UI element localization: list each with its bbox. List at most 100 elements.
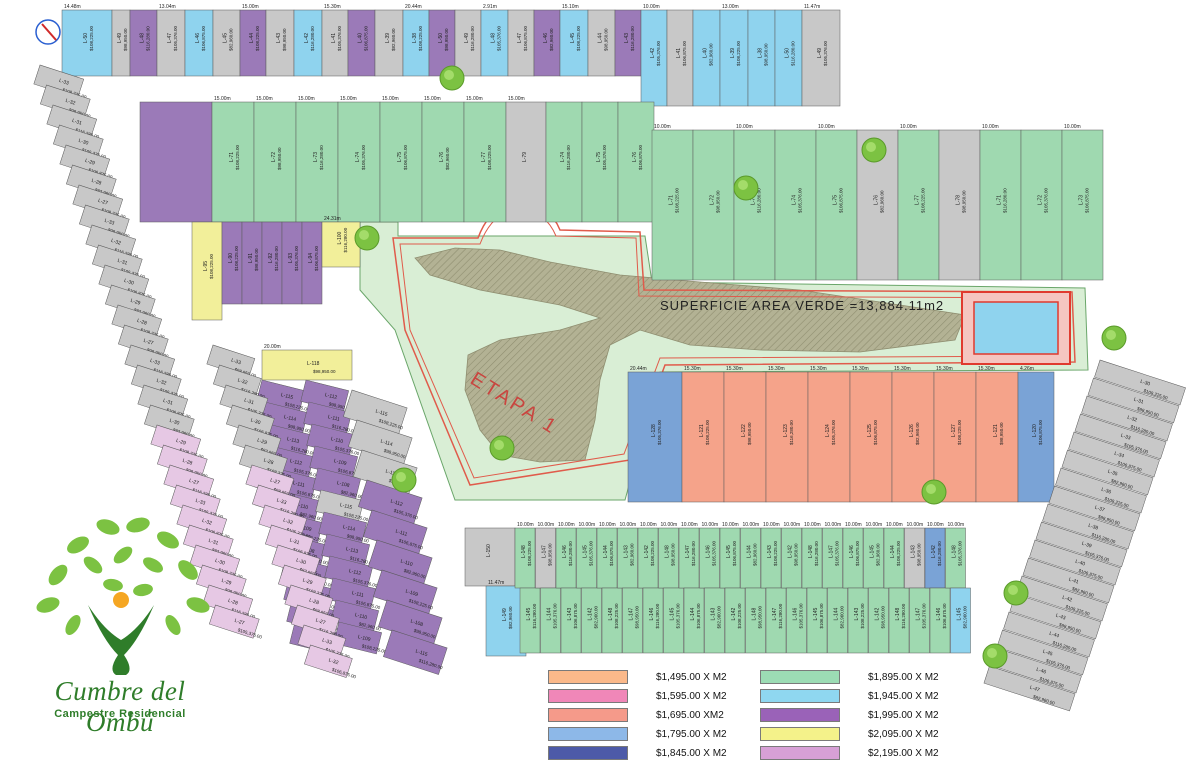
lot[interactable]: L-146$106,875.00 <box>929 587 951 654</box>
lot[interactable]: L-146$116,280.00 <box>642 587 664 654</box>
lot[interactable]: L-72$105,376.00 <box>1020 129 1063 281</box>
lot[interactable]: L-38$98,950.00 <box>747 9 776 107</box>
lot[interactable]: L-91$98,950.00 <box>241 221 263 305</box>
lot[interactable]: L-148$98,950.00 <box>745 587 766 654</box>
lot[interactable]: L-47$82,960.00 <box>983 665 1076 712</box>
lot[interactable]: L-40$106,875.00 <box>347 9 376 77</box>
lot[interactable]: L-74$116,280.00 <box>545 101 583 223</box>
lot[interactable]: L-48$105,376.002.91m <box>480 4 509 77</box>
lot[interactable]: L-143$82,960.00 <box>704 587 725 654</box>
lot[interactable]: L-147$105,376.00 <box>909 587 930 654</box>
lot[interactable]: L-46$82,960.00 <box>533 9 561 77</box>
lot[interactable]: L-78$98,950.00 <box>938 129 981 281</box>
lot[interactable]: L-47$106,875.00 <box>507 9 535 77</box>
lot[interactable]: L-74$105,376.00 <box>774 129 817 281</box>
lot[interactable]: L-147$116,280.00 <box>765 587 787 654</box>
lot[interactable]: L-145$105,376.00 <box>663 587 684 654</box>
lot[interactable]: L-49$116,280.00 <box>454 9 482 77</box>
lot[interactable]: L-93$105,376.00 <box>281 221 303 305</box>
lot[interactable]: L-148$108,225.00 <box>601 587 623 654</box>
lot[interactable]: L-40$82,960.00 <box>692 9 721 107</box>
lot[interactable]: L-45$105,376.00 <box>996 629 1089 676</box>
lot[interactable]: L-76$106,875.00 <box>617 101 655 223</box>
lot[interactable]: L-120$106,875.004.26m <box>1017 366 1055 503</box>
lot[interactable]: L-46$106,875.00 <box>184 9 214 77</box>
lot[interactable]: L-49$98,950.00 <box>111 9 131 77</box>
lot[interactable]: L-146$105,376.00 <box>786 587 807 654</box>
lot[interactable]: L-144$106,875.00 <box>683 587 705 654</box>
lot[interactable]: L-42$116,280.00 <box>293 9 323 77</box>
lot[interactable]: L-75$105,376.00 <box>581 101 619 223</box>
lot[interactable]: L-43$98,950.00 <box>265 9 295 77</box>
lot[interactable]: L-145$106,875.00 <box>806 587 828 654</box>
lot[interactable]: L-32$116,280.00 <box>1081 395 1173 442</box>
lot[interactable]: L-142$108,225.00 <box>724 587 746 654</box>
lot[interactable]: L-43$116,280.00 <box>614 9 642 77</box>
lot[interactable]: L-109$108,225.00 <box>373 569 439 615</box>
lot[interactable]: L-148$116,280.00 <box>888 587 910 654</box>
lot[interactable]: L-37$98,950.00 <box>1048 485 1141 532</box>
lot[interactable]: L-31$98,950.00 <box>1087 377 1180 424</box>
lot[interactable]: L-150 <box>464 527 516 587</box>
lot[interactable]: L-35$82,960.00 <box>1061 449 1154 496</box>
lot[interactable]: L-145$82,960.00 <box>950 587 971 654</box>
lot[interactable]: L-142$98,950.00 <box>868 587 889 654</box>
lot[interactable]: L-142$82,960.00 <box>581 587 602 654</box>
lot[interactable]: L-45$82,960.00 <box>212 9 241 77</box>
lot[interactable]: L-109$108,225.00 <box>333 621 391 656</box>
lot[interactable]: L-41$82,960.00 <box>1022 557 1115 604</box>
lot[interactable]: L-143$108,225.00 <box>847 587 869 654</box>
lot[interactable]: L-145$116,280.00 <box>519 587 541 654</box>
lot[interactable]: L-147$98,950.00 <box>622 587 643 654</box>
lot[interactable]: L-144$82,960.00 <box>827 587 848 654</box>
lot[interactable]: L-111$106,875.00 <box>363 509 429 555</box>
lot[interactable]: L-143$106,875.00 <box>560 587 582 654</box>
